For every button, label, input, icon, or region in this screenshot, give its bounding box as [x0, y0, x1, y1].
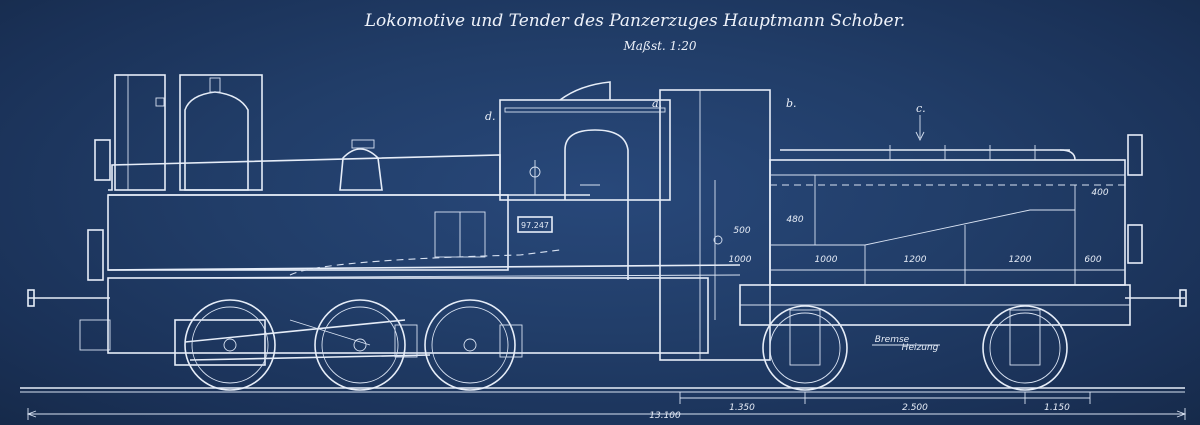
driving-wheel-3: [424, 299, 516, 391]
locomotive: 97.247: [27, 74, 771, 391]
driving-wheel-1: [184, 299, 276, 391]
dim-600: 600: [1084, 255, 1101, 265]
tender-wheel-2: [982, 305, 1068, 391]
connecting-rod: [184, 319, 406, 343]
boiler: [107, 194, 509, 271]
dim-1150: 1.150: [1044, 403, 1070, 413]
label-heizung: Heizung: [902, 343, 939, 353]
coupling-rod: [189, 354, 431, 361]
loco-frame: [107, 277, 709, 354]
dim-total-length: 13.100: [649, 411, 681, 421]
section-markers: a. b. c. d.: [485, 97, 926, 142]
dim-1000-a: 1000: [729, 255, 752, 265]
dim-400: 400: [1091, 188, 1108, 198]
dim-1200-a: 1200: [904, 255, 927, 265]
driving-wheel-2: [314, 299, 406, 391]
dim-1200-b: 1200: [1009, 255, 1032, 265]
dim-2500: 2.500: [902, 403, 928, 413]
section-mark-d: d.: [485, 110, 496, 123]
dim-1350: 1.350: [729, 403, 755, 413]
dimension-lines: 1.350 2.500 1.150 13.100: [26, 392, 1187, 421]
lamp-left: [94, 139, 111, 181]
dim-500: 500: [733, 226, 750, 236]
section-mark-c: c.: [916, 102, 926, 115]
lamp-rear: [1127, 134, 1143, 176]
number-plate-text: 97.247: [521, 221, 549, 230]
chimney: [114, 74, 166, 191]
air-pump: [87, 229, 104, 281]
dim-480: 480: [786, 215, 803, 225]
drawing-title: Lokomotive und Tender des Panzerzuges Ha…: [364, 11, 906, 31]
dim-1000-b: 1000: [815, 255, 838, 265]
section-mark-b: b.: [786, 97, 797, 110]
drawing-scale: Maßst. 1:20: [622, 39, 696, 53]
number-plate: [517, 216, 553, 233]
rail-line: [20, 387, 1185, 393]
cab: [499, 99, 671, 201]
cab-doorway: [564, 129, 629, 280]
steam-dome: [184, 91, 249, 191]
sand-dome: [339, 148, 383, 191]
section-mark-a: a.: [652, 97, 662, 110]
label-bremse: Bremse: [875, 335, 910, 345]
tender-wheel-1: [762, 305, 848, 391]
cylinder: [174, 319, 266, 366]
tender-tank: [769, 159, 1126, 286]
tender: 500 480 1000 1000 1200 1200 600 400 Brem…: [729, 134, 1187, 391]
